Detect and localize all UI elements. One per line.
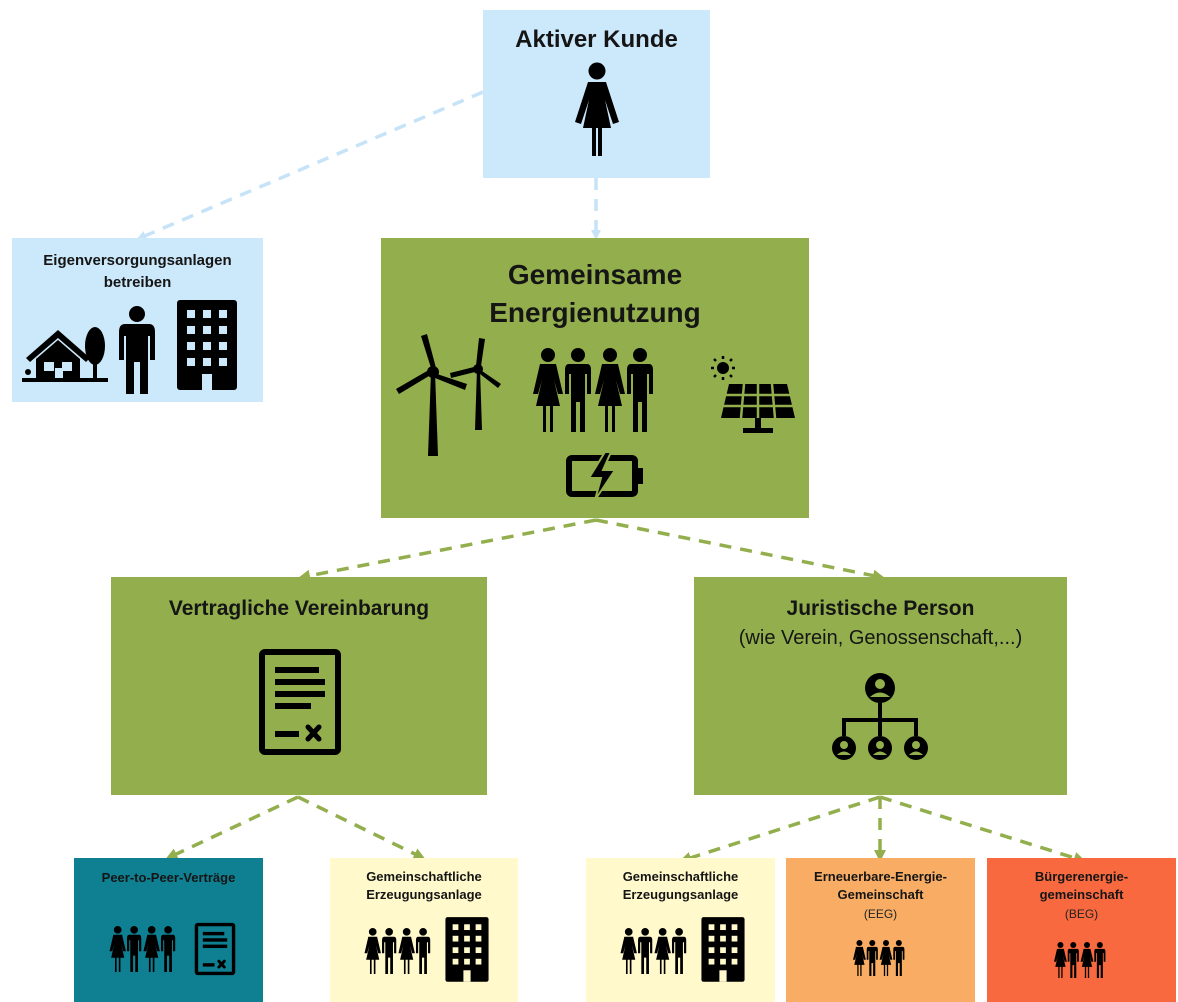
node-title: Bürgerenergie- gemeinschaft: [987, 868, 1176, 904]
node-title: Gemeinsame Energienutzung: [381, 256, 809, 332]
node-juristische-person: Juristische Person (wie Verein, Genossen…: [694, 577, 1067, 795]
node-vertragliche-vereinbarung: Vertragliche Vereinbarung: [111, 577, 487, 795]
org-chart-icon: [832, 673, 928, 760]
node-eigenversorgung: Eigenversorgungsanlagen betreiben: [12, 238, 263, 402]
house-icon: [22, 327, 108, 382]
node-title: Aktiver Kunde: [515, 26, 678, 53]
node-title-line2: Erzeugungsanlage: [622, 887, 739, 902]
node-title: Vertragliche Vereinbarung: [168, 597, 430, 620]
node-title: Gemeinschaftliche Erzeugungsanlage: [330, 868, 518, 904]
contract-icon: [194, 922, 236, 976]
people-group-icon: [853, 940, 905, 976]
node-aktiver-kunde: Aktiver Kunde: [483, 10, 710, 178]
node-title-line2: Energienutzung: [489, 297, 701, 328]
people-group-icon: [109, 926, 176, 972]
node-title-line1: Eigenversorgungsanlagen: [43, 252, 232, 269]
node-title: Peer-to-Peer-Verträge: [101, 870, 236, 885]
connector-gemeinsame-to-vertraglich: [298, 518, 597, 582]
node-title-line2: Erzeugungsanlage: [366, 887, 482, 902]
connector-kunde-to-eigenversorgung: [136, 90, 484, 241]
people-group-icon: [364, 928, 431, 974]
building-icon: [701, 917, 745, 982]
node-title-line2: gemeinschaft: [1039, 887, 1124, 902]
connector-gemeinsame-to-juristisch: [595, 518, 885, 582]
node-title: Erneuerbare-Energie- Gemeinschaft: [786, 868, 975, 904]
node-abbr: (EEG): [863, 907, 898, 921]
node-peer-to-peer: Peer-to-Peer-Verträge: [74, 858, 263, 1002]
node-gemeinsame-energienutzung: Gemeinsame Energienutzung: [381, 238, 809, 518]
node-gemeinschaftliche-anlage-right: Gemeinschaftliche Erzeugungsanlage: [586, 858, 775, 1002]
connector-vertraglich-to-anlage: [297, 795, 426, 860]
connector-juristisch-to-anlage: [679, 795, 881, 864]
node-title: Gemeinschaftliche Erzeugungsanlage: [586, 868, 775, 904]
node-title-line2: Gemeinschaft: [837, 887, 924, 902]
node-title-line1: Gemeinsame: [507, 259, 683, 290]
node-beg: Bürgerenergie- gemeinschaft (BEG): [987, 858, 1176, 1002]
node-title-line1: Erneuerbare-Energie-: [814, 869, 947, 884]
battery-icon: [566, 451, 643, 501]
node-title-line1: Bürgerenergie-: [1034, 869, 1129, 884]
people-group-icon: [533, 348, 653, 432]
people-group-icon: [1054, 942, 1106, 978]
node-gemeinschaftliche-anlage-left: Gemeinschaftliche Erzeugungsanlage: [330, 858, 518, 1002]
building-icon: [445, 917, 489, 982]
node-subtitle: (wie Verein, Genossenschaft,...): [738, 627, 1023, 649]
contract-icon: [259, 649, 341, 755]
node-title-line2: betreiben: [103, 274, 172, 291]
woman-icon: [575, 62, 619, 156]
wind-turbines-icon: [396, 334, 501, 456]
node-abbr: (BEG): [1064, 907, 1099, 921]
connector-vertraglich-to-p2p: [165, 795, 299, 860]
connector-juristisch-to-beg: [879, 795, 1086, 864]
people-group-icon: [620, 928, 687, 974]
node-title: Eigenversorgungsanlagen betreiben: [12, 250, 263, 294]
node-title-line1: Gemeinschaftliche: [366, 869, 482, 884]
node-title: Juristische Person: [786, 597, 975, 620]
node-eeg: Erneuerbare-Energie- Gemeinschaft (EEG): [786, 858, 975, 1002]
node-title-line1: Gemeinschaftliche: [622, 869, 739, 884]
solar-panel-icon: [711, 356, 795, 433]
building-icon: [177, 300, 237, 390]
man-icon: [119, 306, 155, 394]
